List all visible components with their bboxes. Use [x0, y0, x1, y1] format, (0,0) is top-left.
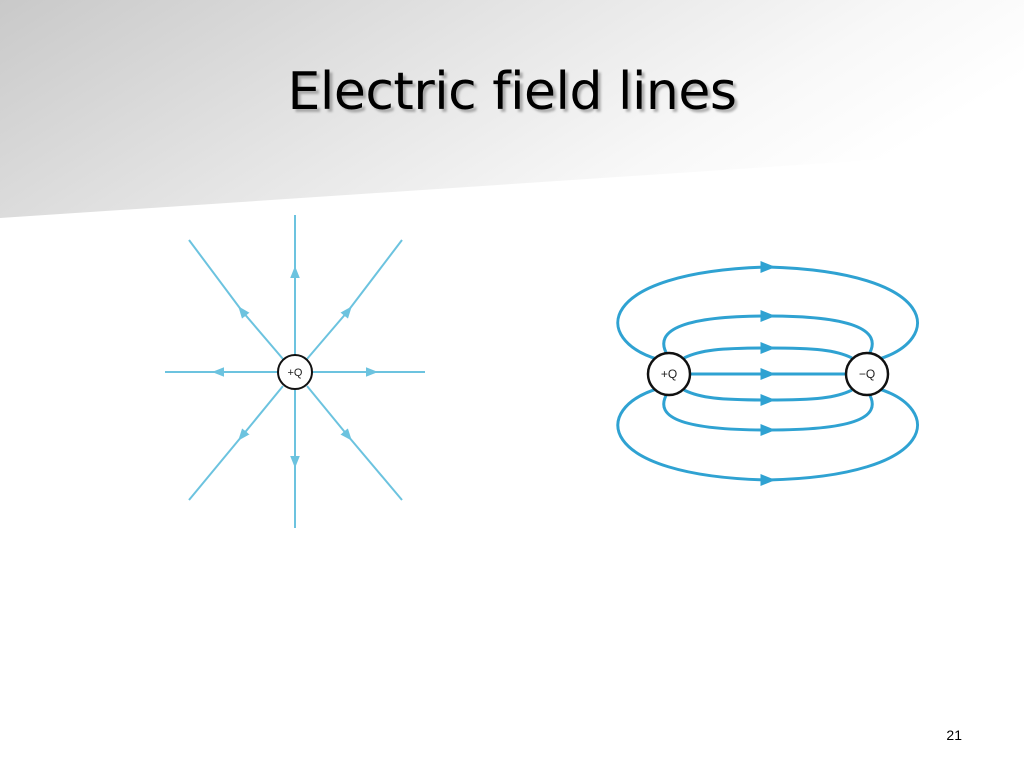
dipole-positive-label: +Q — [661, 367, 677, 381]
header-gradient-band — [0, 0, 1024, 218]
dipole-negative-charge — [844, 351, 890, 397]
dipole-positive-charge — [646, 351, 692, 397]
field-line-outer-top — [616, 260, 919, 362]
field-line-inner-top — [683, 342, 853, 360]
field-line-outer-bottom — [616, 386, 919, 487]
dipole-negative-label: −Q — [859, 367, 875, 381]
field-line-middle-top — [662, 309, 874, 357]
field-line-inner-bottom — [683, 388, 853, 406]
field-line-middle-bottom — [662, 391, 874, 436]
slide-title: Electric field lines — [287, 62, 737, 122]
page-number: 21 — [946, 727, 962, 743]
field-line-up-right — [306, 239, 403, 360]
single-charge-diagram: +Q — [165, 215, 425, 528]
field-line-down-left — [188, 385, 284, 501]
dipole-diagram: +Q −Q — [616, 260, 919, 487]
positive-charge-label: +Q — [288, 367, 303, 379]
field-line-down-right — [306, 385, 403, 501]
field-line-up-left — [188, 239, 284, 360]
positive-charge — [277, 354, 313, 390]
